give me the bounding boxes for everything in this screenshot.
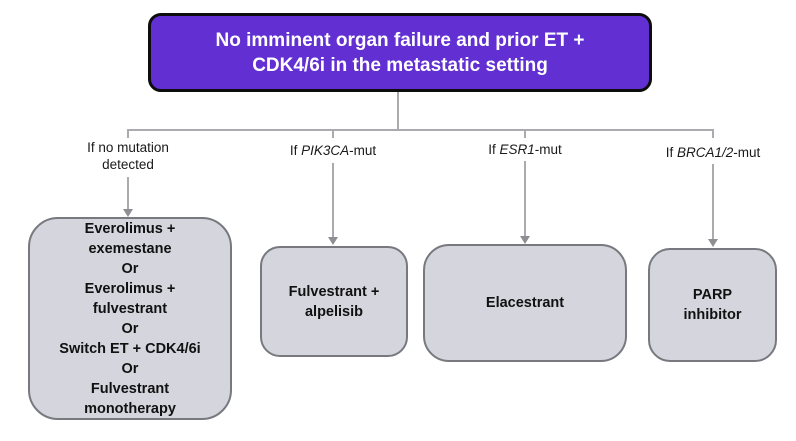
condition-label-pik3ca-mut: If PIK3CA-mut xyxy=(258,142,408,159)
root-title-line-2: CDK4/6i in the metastatic setting xyxy=(252,54,548,76)
gene-name: BRCA1/2 xyxy=(676,145,734,160)
connector-tick-2 xyxy=(332,131,334,138)
treatment-line: Fulvestrant xyxy=(90,380,170,397)
arrowhead-icon xyxy=(328,237,338,245)
condition-label-brca12-mut: If BRCA1/2-mut xyxy=(638,144,788,161)
treatment-line: PARP xyxy=(692,287,733,303)
treatment-line: alpelisib xyxy=(304,303,364,320)
treatment-box-parp-inhibitor: PARP inhibitor xyxy=(648,248,777,362)
connector-drop-1 xyxy=(127,177,129,209)
treatment-line: Or xyxy=(121,360,139,377)
treatment-line: Or xyxy=(121,320,139,337)
treatment-line: Fulvestrant + xyxy=(288,283,380,300)
treatment-box-elacestrant: Elacestrant xyxy=(423,244,627,362)
connector-drop-2 xyxy=(332,163,334,237)
arrowhead-icon xyxy=(708,239,718,247)
treatment-line: Everolimus + xyxy=(84,280,176,297)
arrowhead-icon xyxy=(520,236,530,244)
condition-text-line-2: detected xyxy=(102,157,154,172)
treatment-line: Everolimus + xyxy=(84,220,176,237)
condition-label-no-mutation: If no mutation detected xyxy=(53,139,203,173)
connector-drop-3 xyxy=(524,161,526,236)
root-title-line-1: No imminent organ failure and prior ET + xyxy=(215,29,585,51)
treatment-box-everolimus-options: Everolimus + exemestane Or Everolimus + … xyxy=(28,217,232,420)
treatment-line: fulvestrant xyxy=(92,300,168,317)
condition-prefix: If xyxy=(488,142,500,157)
root-node: No imminent organ failure and prior ET +… xyxy=(148,13,652,92)
condition-prefix: If xyxy=(289,143,302,158)
condition-suffix: -mut xyxy=(733,145,761,160)
connector-stem xyxy=(397,92,399,130)
connector-tick-4 xyxy=(712,131,714,138)
treatment-line: Switch ET + CDK4/6i xyxy=(59,340,201,357)
condition-prefix: If xyxy=(665,145,677,160)
connector-tick-3 xyxy=(524,131,526,138)
treatment-line: Elacestrant xyxy=(485,295,565,311)
connector-drop-4 xyxy=(712,164,714,239)
gene-name: ESR1 xyxy=(499,142,535,157)
connector-horizontal xyxy=(127,129,714,131)
treatment-line: monotherapy xyxy=(84,400,176,417)
treatment-line: Or xyxy=(121,260,139,277)
condition-suffix: -mut xyxy=(349,143,377,158)
condition-label-esr1-mut: If ESR1-mut xyxy=(450,141,600,158)
arrowhead-icon xyxy=(123,209,133,217)
connector-tick-1 xyxy=(127,131,129,138)
gene-name: PIK3CA xyxy=(301,143,350,158)
treatment-line: exemestane xyxy=(88,240,172,257)
treatment-line: inhibitor xyxy=(683,307,742,323)
treatment-box-fulvestrant-alpelisib: Fulvestrant + alpelisib xyxy=(260,246,408,357)
condition-suffix: -mut xyxy=(534,142,562,157)
condition-text-line-1: If no mutation xyxy=(87,140,169,155)
